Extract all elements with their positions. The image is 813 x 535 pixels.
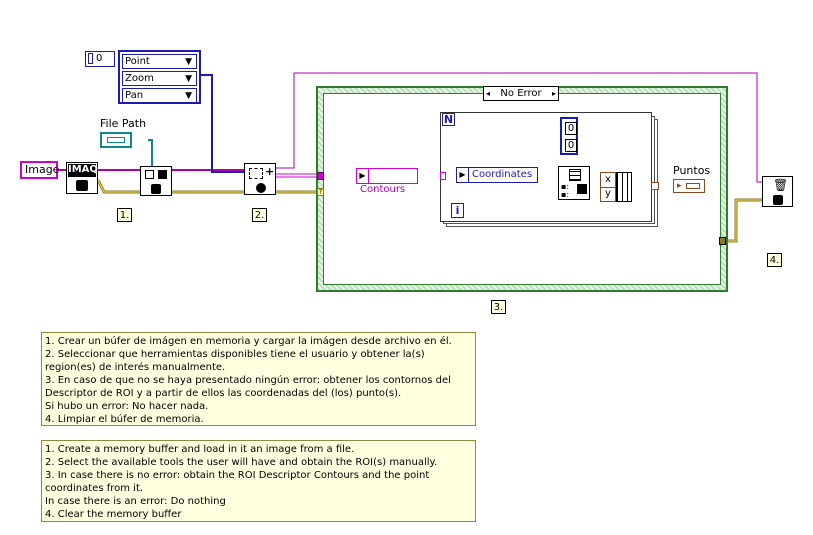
read-file-sub-icon xyxy=(151,184,161,194)
puntos-label: Puntos xyxy=(673,164,711,177)
numeric-constant-array: 0 0 xyxy=(560,117,578,155)
coordinates-label: Coordinates xyxy=(472,169,533,180)
case-selector[interactable]: ◂ No Error ▸ xyxy=(483,86,559,101)
bundle-x-label: x xyxy=(605,174,611,185)
array-icon xyxy=(577,184,587,194)
ring-point[interactable]: Point ▼ xyxy=(122,54,197,69)
ring-zoom-label: Zoom xyxy=(125,73,154,84)
bundle-xy-node[interactable]: x y xyxy=(600,172,616,202)
case-output-tunnel-error xyxy=(719,237,726,245)
spanish-comment: 1. Crear un búfer de imágen en memoria y… xyxy=(41,332,476,426)
step-label-1: 1. xyxy=(117,208,132,222)
index-constant[interactable]: 0 xyxy=(85,51,115,67)
tools-ring-group: Point ▼ Zoom ▼ Pan ▼ xyxy=(118,50,201,104)
indicator-arrow-icon: ▸ xyxy=(677,181,682,191)
numeric-constant-bottom[interactable]: 0 xyxy=(565,139,577,152)
case-selector-label: No Error xyxy=(500,88,542,99)
step-label-2: 2. xyxy=(252,208,267,222)
unbundle-contours-arrow-icon: ▶ xyxy=(357,169,369,183)
imaq-create-title: IMAQ xyxy=(68,164,98,177)
case-selector-terminal: ? xyxy=(317,188,324,196)
file-path-icon xyxy=(107,137,125,143)
step-label-3: 3. xyxy=(491,300,506,314)
loop-index-tunnel xyxy=(440,172,446,180)
file-path-control[interactable] xyxy=(100,132,132,148)
imaq-construct-roi-vi[interactable]: + xyxy=(244,163,276,195)
ring-pan-label: Pan xyxy=(125,90,144,101)
loop-count-terminal: N xyxy=(442,113,455,126)
image-control[interactable]: Image xyxy=(20,161,60,179)
indicator-cluster-icon xyxy=(686,183,700,189)
disk-icon xyxy=(145,170,154,179)
dispose-sub-icon xyxy=(773,195,783,205)
case-next-arrow-icon: ▸ xyxy=(551,89,556,98)
unbundle-coordinates-node[interactable]: ▶Coordinates xyxy=(456,167,538,183)
case-input-tunnel-roi xyxy=(317,172,324,180)
image-icon xyxy=(158,170,167,179)
ring-pan-arrow-icon: ▼ xyxy=(185,91,192,101)
table-icon xyxy=(569,169,581,181)
plus-icon: + xyxy=(265,165,275,178)
file-path-wire xyxy=(148,139,153,166)
roi-rect-icon xyxy=(249,168,263,179)
index-value: 0 xyxy=(96,53,103,64)
puntos-indicator[interactable]: ▸ xyxy=(673,179,705,193)
unbundle-contours-node[interactable]: ▶Contours xyxy=(356,168,418,195)
ring-zoom-arrow-icon: ▼ xyxy=(185,74,192,84)
tools-ring-wire xyxy=(201,74,244,173)
build-cluster-node[interactable] xyxy=(616,172,632,202)
image-pass-through-wire xyxy=(276,72,762,183)
ring-pan[interactable]: Pan ▼ xyxy=(122,88,197,103)
unbundle-coordinates-arrow-icon: ▶ xyxy=(457,168,469,182)
ring-point-arrow-icon: ▼ xyxy=(185,57,192,67)
imaq-create-vi[interactable]: IMAQ xyxy=(66,162,98,194)
case-prev-arrow-icon: ◂ xyxy=(486,89,491,98)
construct-roi-sub-icon xyxy=(256,183,266,193)
imaq-read-file-vi[interactable] xyxy=(140,166,172,196)
image-label: Image xyxy=(25,163,60,176)
contours-label: Contours xyxy=(360,184,406,195)
ring-point-label: Point xyxy=(125,56,150,67)
imaq-dispose-vi[interactable]: 🗑 xyxy=(762,176,793,207)
ring-zoom[interactable]: Zoom ▼ xyxy=(122,71,197,86)
bundle-divider xyxy=(601,187,615,188)
index-markers: ▪:▪: xyxy=(561,182,570,199)
loop-iteration-terminal: i xyxy=(451,203,464,218)
file-path-label: File Path xyxy=(100,117,147,130)
increment-icon xyxy=(88,53,93,64)
imaq-create-icon xyxy=(76,180,88,191)
english-comment: 1. Create a memory buffer and load in it… xyxy=(41,440,476,522)
bundle-y-label: y xyxy=(605,188,611,199)
loop-output-tunnel xyxy=(651,182,659,190)
numeric-constant-top[interactable]: 0 xyxy=(565,122,577,135)
step-label-4: 4. xyxy=(767,253,782,267)
trash-icon: 🗑 xyxy=(773,178,789,192)
array-subset-node[interactable]: ▪:▪: xyxy=(558,166,590,200)
